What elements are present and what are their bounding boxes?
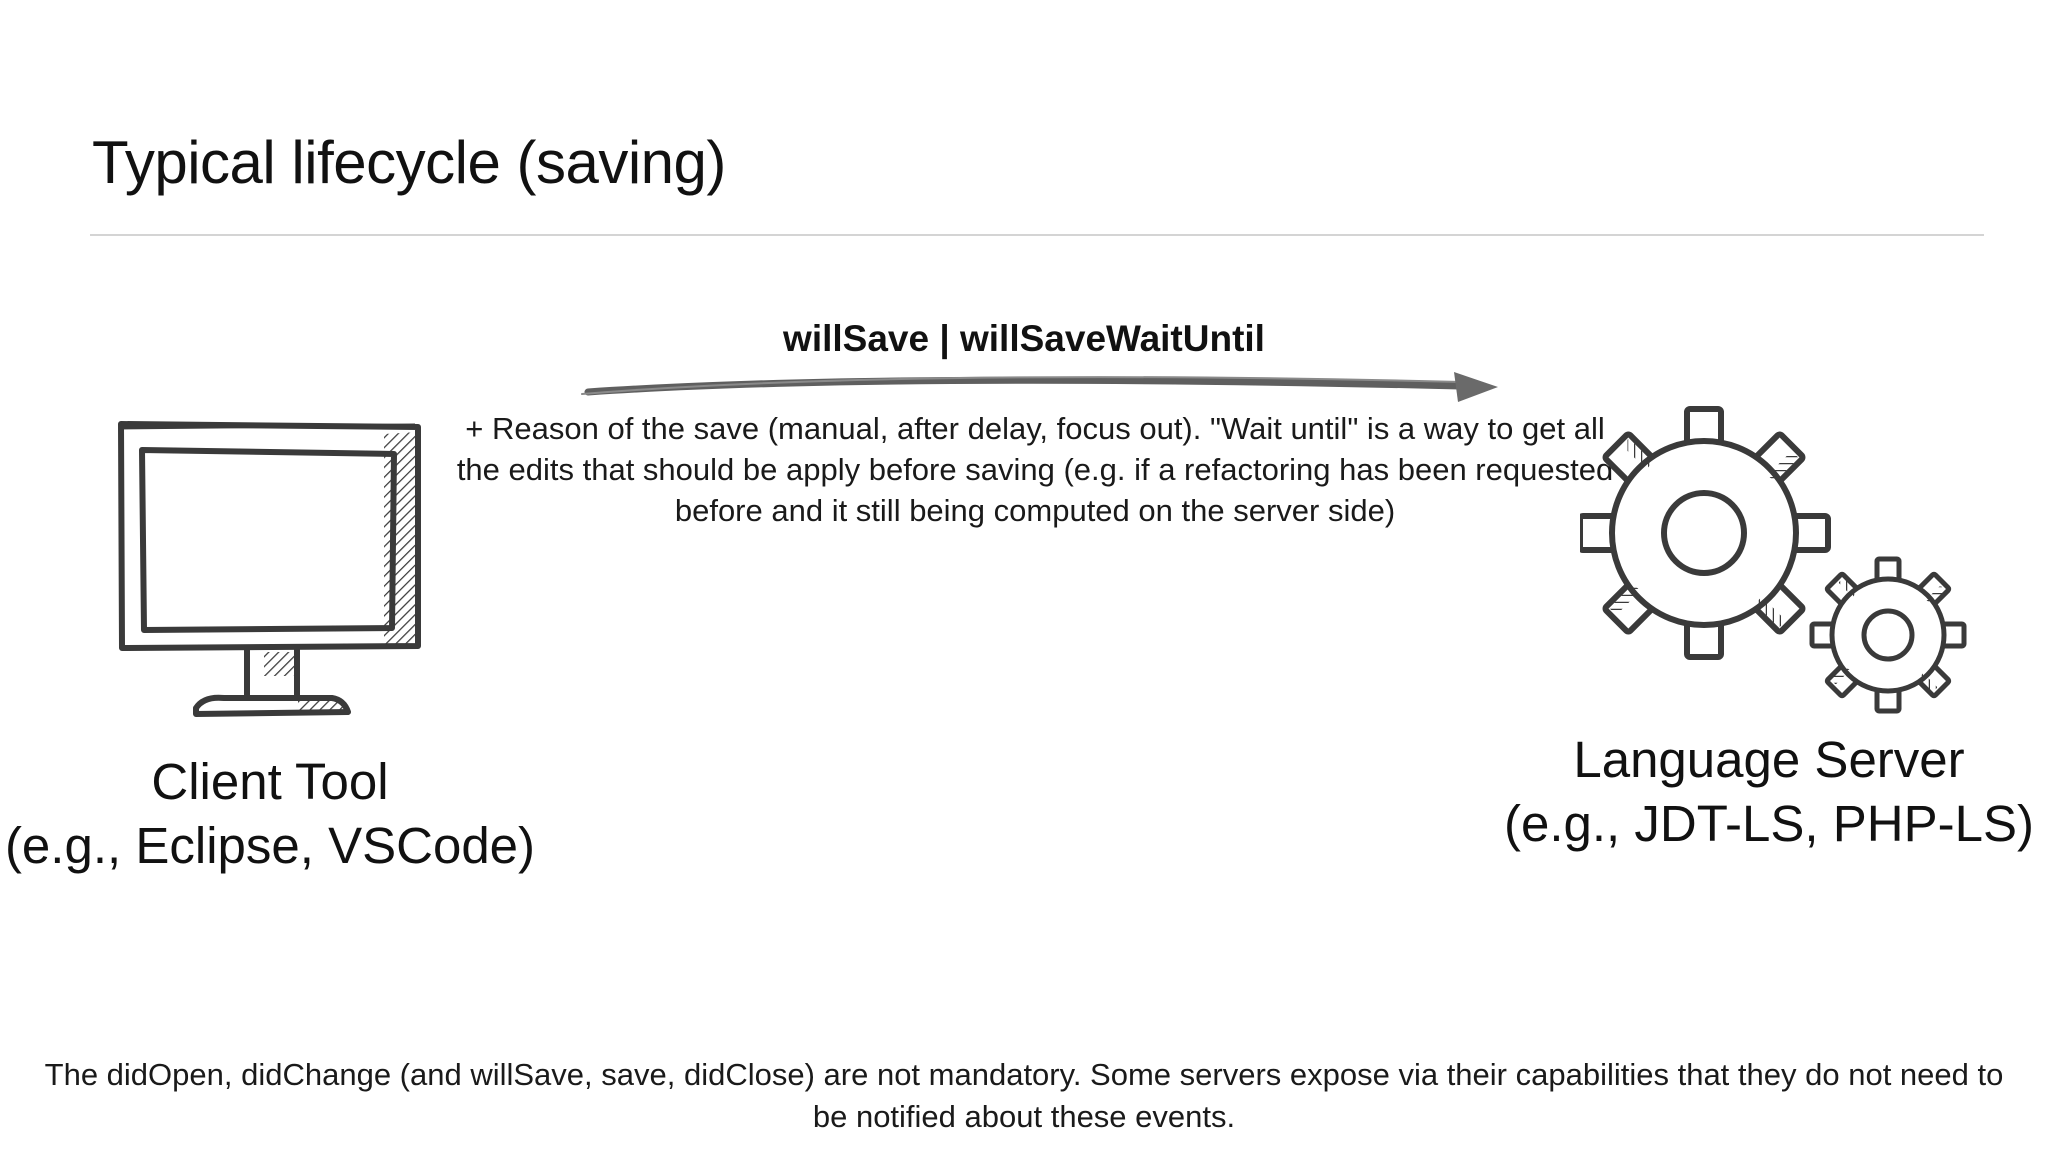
arrow-label: willSave | willSaveWaitUntil	[783, 318, 1265, 359]
arrow-right-icon	[581, 372, 1498, 402]
language-server-examples: (e.g., JDT-LS, PHP-LS)	[1504, 795, 2034, 852]
client-tool-label: Client Tool (e.g., Eclipse, VSCode)	[0, 750, 540, 878]
slide-title: Typical lifecycle (saving)	[92, 129, 726, 196]
gears-icon	[1580, 406, 1967, 714]
client-tool-name: Client Tool	[151, 753, 389, 810]
language-server-name: Language Server	[1573, 731, 1965, 788]
monitor-icon	[118, 421, 421, 717]
footer-note: The didOpen, didChange (and willSave, sa…	[44, 1057, 2004, 1134]
client-tool-examples: (e.g., Eclipse, VSCode)	[4, 817, 536, 874]
arrow-description: + Reason of the save (manual, after dela…	[456, 411, 1614, 528]
language-server-label: Language Server (e.g., JDT-LS, PHP-LS)	[1490, 728, 2048, 856]
title-divider	[90, 234, 1984, 236]
